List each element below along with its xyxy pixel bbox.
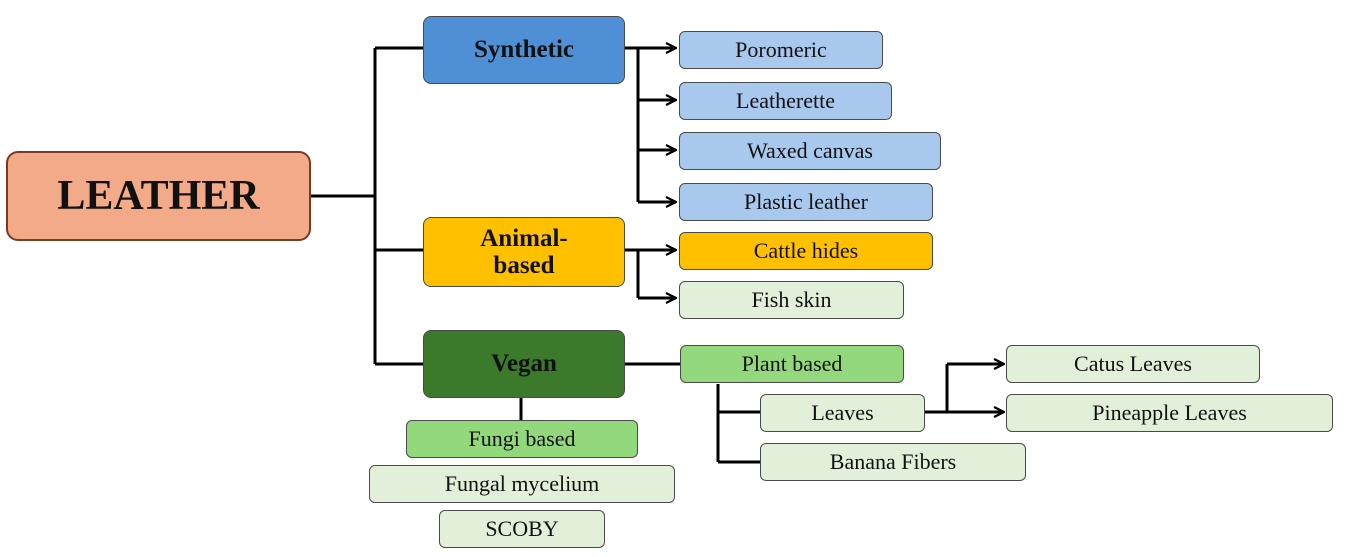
node-banana-fibers: Banana Fibers (760, 443, 1026, 481)
node-scoby: SCOBY (439, 510, 605, 548)
node-plastic-leather: Plastic leather (679, 183, 933, 221)
node-pineapple-leaves: Pineapple Leaves (1006, 394, 1333, 432)
node-leather: LEATHER (6, 151, 311, 241)
node-vegan: Vegan (423, 330, 625, 398)
node-fungal-mycelium: Fungal mycelium (369, 465, 675, 503)
node-plant-based: Plant based (680, 345, 904, 383)
node-cattle-hides: Cattle hides (679, 232, 933, 270)
node-leatherette: Leatherette (679, 82, 892, 120)
node-poromeric: Poromeric (679, 31, 883, 69)
node-catus-leaves: Catus Leaves (1006, 345, 1260, 383)
node-synthetic: Synthetic (423, 16, 625, 84)
node-fish-skin: Fish skin (679, 281, 904, 319)
node-fungi-based: Fungi based (406, 420, 638, 458)
node-leaves: Leaves (760, 394, 925, 432)
node-waxed-canvas: Waxed canvas (679, 132, 941, 170)
node-animal-based: Animal-based (423, 217, 625, 287)
